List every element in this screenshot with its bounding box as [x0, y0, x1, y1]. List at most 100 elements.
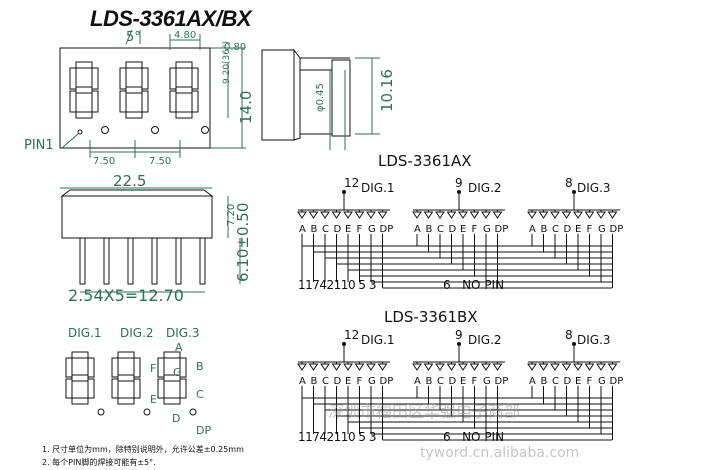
bx-seg-label-1-B: B [311, 376, 318, 387]
ax-seg-label-3-DP: DP [610, 224, 624, 235]
ax-seg-label-2-E: E [460, 224, 466, 235]
front-digit-2-seg-f [111, 357, 119, 378]
bx-dig3-label: DIG.3 [577, 333, 611, 347]
bx-diode-3-E [573, 363, 583, 371]
side-view-flange [293, 48, 301, 141]
bx-seg-label-2-E: E [460, 376, 466, 387]
ax-diode-2-F [469, 211, 480, 219]
front-digit-3-seg-g [163, 374, 181, 382]
ax-seg-label-1-D: D [334, 224, 342, 235]
ax-pin-numbers: 11742110 5 3 [298, 278, 376, 292]
pin1-leader [61, 133, 79, 149]
ax-dig3-label: DIG.3 [577, 181, 611, 195]
bx-seg-label-1-G: G [368, 376, 376, 387]
ax-diode-2-B [423, 211, 434, 219]
ax-diode-3-E [573, 211, 583, 219]
bx-diode-3-D [561, 363, 572, 371]
bx-diode-2-C [435, 363, 445, 371]
top-digit-2-seg-c [141, 90, 149, 113]
watermark-url: tyword.cn.alibaba.com [420, 445, 580, 461]
ax-seg-label-2-G: G [483, 224, 491, 235]
drawing-title: LDS-3361AX/BX [90, 6, 252, 31]
bx-diode-1-C [320, 363, 330, 371]
bx-diode-3-A [527, 363, 537, 371]
front-digit-2-seg-c [133, 378, 141, 399]
bx-diode-1-DP [377, 363, 388, 371]
ax-diode-3-G [596, 211, 606, 219]
bx-diode-2-G [481, 363, 491, 371]
bx-seg-label-3-DP: DP [610, 376, 624, 387]
top-digit-2-seg-a [125, 61, 143, 69]
bottom-view-top-edge [60, 189, 214, 197]
ax-diode-1-G [366, 211, 376, 219]
top-digit-1-seg-e [69, 90, 77, 113]
top-dp-1 [101, 126, 109, 134]
bx-seg-label-3-F: F [587, 376, 593, 387]
front-digit-3-seg-a [163, 351, 181, 359]
ax-diode-2-E [458, 211, 468, 219]
top-digit-3-seg-a [175, 61, 193, 69]
bx-diode-3-G [596, 363, 606, 371]
bx-seg-label-3-E: E [575, 376, 581, 387]
top-digit-1-seg-c [91, 90, 99, 113]
bx-seg-label-3-D: D [564, 376, 572, 387]
ax-diode-2-DP [492, 211, 503, 219]
ax-dig2-label: DIG.2 [468, 181, 502, 195]
bx-diode-1-A [297, 363, 307, 371]
ax-diode-3-C [550, 211, 560, 219]
front-digit-3-seg-b [179, 357, 187, 378]
bx-seg-label-3-C: C [552, 376, 559, 387]
top-digit-1-seg-b [91, 67, 99, 90]
ax-dig1-pin: 12 [344, 176, 360, 190]
seg-label-g: G [173, 366, 182, 379]
front-digit-2-seg-d [117, 397, 135, 405]
seg-label-e: E [150, 393, 157, 406]
top-digit-2-seg-f [119, 67, 127, 90]
bx-seg-label-3-A: A [529, 376, 536, 387]
bottom-pin-6 [199, 237, 206, 285]
dim-height-920: 9.20(36°) [222, 40, 232, 84]
note-2: 2. 每个PIN脚的焊接可能有±5°. [42, 458, 156, 467]
front-digit-3-seg-e [157, 378, 165, 399]
bx-diode-1-F [354, 363, 365, 371]
front-digit-2-seg-b [133, 357, 141, 378]
bottom-pin-3 [127, 237, 134, 285]
watermark-cn: 深圳市福田区华强电子商部 [328, 402, 521, 421]
bx-diode-1-D [331, 363, 342, 371]
bx-seg-label-1-E: E [345, 376, 351, 387]
ax-dig-node-2 [457, 190, 461, 194]
seg-label-dp: DP [196, 424, 212, 437]
bx-seg-label-2-G: G [483, 376, 491, 387]
bx-diode-3-B [538, 363, 549, 371]
top-digit-3-seg-g [175, 86, 193, 94]
front-digit-1-seg-g [71, 374, 89, 382]
top-dp-2 [151, 126, 159, 134]
front-dp-3 [189, 408, 197, 416]
ax-seg-label-2-F: F [472, 224, 478, 235]
front-digit-3-seg-c [179, 378, 187, 399]
bx-dig1-label: DIG.1 [361, 333, 395, 347]
bx-diode-2-A [412, 363, 422, 371]
front-dp-2 [143, 408, 151, 416]
ax-diode-1-B [308, 211, 319, 219]
dim-pitch-750a: 7.50 [93, 156, 116, 167]
top-digit-1-seg-d [75, 111, 93, 119]
bx-pin-numbers: 11742110 5 3 [298, 430, 376, 444]
angle-line-a [125, 29, 133, 45]
front-digit-2-seg-e [111, 378, 119, 399]
ax-diode-3-A [527, 211, 537, 219]
front-digit-1-seg-c [87, 378, 95, 399]
bx-seg-label-2-B: B [426, 376, 433, 387]
front-dp-1 [97, 408, 105, 416]
bottom-pin-5 [175, 237, 182, 285]
top-digit-3-seg-c [191, 90, 199, 113]
top-dp-3 [201, 126, 209, 134]
dim-angle: 5° [126, 30, 141, 45]
ax-dig2-pin: 9 [455, 176, 463, 190]
bx-diode-2-B [423, 363, 434, 371]
front-digit-1-seg-d [71, 397, 89, 405]
bx-seg-label-1-D: D [334, 376, 342, 387]
ax-diode-3-F [584, 211, 595, 219]
front-digit-1-seg-a [71, 351, 89, 359]
bx-diode-2-DP [492, 363, 503, 371]
